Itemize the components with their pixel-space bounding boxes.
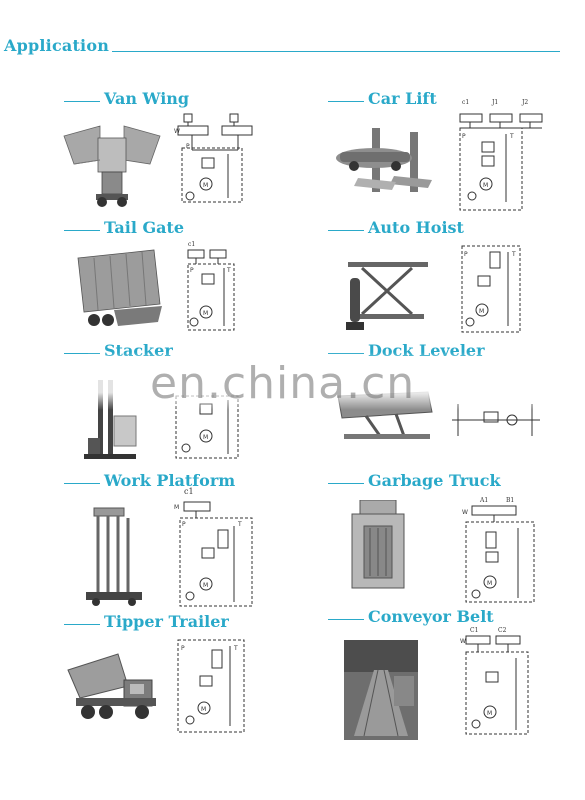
motor-label: M [483, 182, 488, 189]
conveyor-belt-schematic: C1 C2 W M [460, 627, 529, 735]
valve-label-c1: c1 [188, 241, 195, 248]
valve-label-j2: J2 [521, 99, 528, 106]
valve-label-c2: C2 [498, 627, 507, 634]
title-conveyor-belt: Conveyor Belt [328, 607, 494, 627]
title-lead-line [64, 483, 100, 484]
port-t-label: T [509, 133, 514, 140]
auto-hoist-photo [346, 262, 428, 330]
title-work-platform: Work Platform [64, 471, 235, 491]
motor-label: M [479, 308, 484, 315]
port-p-label: P [182, 521, 186, 528]
tail-gate-schematic: c1 P T M [187, 241, 235, 331]
port-t-label: T [237, 521, 242, 528]
title-lead-line [328, 483, 364, 484]
watermark: en.china.cn [150, 358, 416, 409]
valve-label-j1: J1 [491, 99, 498, 106]
title-lead-line [64, 624, 100, 625]
valve-label: W [460, 638, 466, 645]
car-lift-photo [336, 128, 432, 192]
tipper-trailer-photo [67, 653, 156, 719]
manual-label: M [174, 504, 179, 511]
port-t-label: T [226, 267, 231, 274]
auto-hoist-schematic: P T M [461, 245, 521, 333]
section-header: Application [4, 34, 560, 56]
title-car-lift: Car Lift [328, 89, 437, 109]
motor-label: M [203, 434, 208, 441]
car-lift-schematic: c1 J1 J2 P T M [459, 99, 543, 211]
valve-label-c1: c1 [462, 99, 469, 106]
title-garbage-truck: Garbage Truck [328, 471, 501, 491]
port-p-label: P [464, 251, 468, 258]
valve-label: W [462, 509, 468, 516]
motor-label: M [487, 710, 492, 717]
work-platform-schematic: c1 M P T M [174, 487, 253, 607]
title-lead-line [328, 101, 364, 102]
title-lead-line [64, 101, 100, 102]
title-lead-line [64, 230, 100, 231]
van-wing-schematic: P M W [174, 113, 253, 203]
title-van-wing: Van Wing [64, 89, 189, 109]
title-lead-line [64, 353, 100, 354]
tail-gate-photo [77, 249, 162, 326]
tipper-trailer-schematic: P T M [177, 639, 245, 733]
port-p-label: P [186, 143, 190, 150]
port-p-label: P [181, 645, 185, 652]
title-lead-line [328, 619, 364, 620]
work-platform-photo [86, 507, 142, 606]
port-t-label: T [511, 251, 516, 258]
title-lead-line [328, 230, 364, 231]
header-rule [112, 51, 560, 52]
motor-label: M [203, 582, 208, 589]
port-p-label: P [190, 267, 194, 274]
port-t-label: T [233, 645, 238, 652]
valve-label-c1: C1 [470, 627, 478, 634]
title-tipper-trailer: Tipper Trailer [64, 612, 229, 632]
watermark-band [88, 352, 538, 410]
motor-label: M [487, 580, 492, 587]
conveyor-belt-photo [344, 640, 418, 740]
section-title: Application [4, 36, 110, 55]
motor-label: M [203, 182, 208, 189]
valve-label-a1: A1 [479, 497, 488, 504]
valve-label-b1: B1 [506, 497, 514, 504]
valve-label: W [174, 128, 180, 135]
valve-label-c1: c1 [184, 487, 194, 496]
garbage-truck-photo [351, 500, 405, 589]
title-auto-hoist: Auto Hoist [328, 218, 464, 238]
garbage-truck-schematic: A1 B1 W M [462, 497, 535, 603]
title-tail-gate: Tail Gate [64, 218, 184, 238]
port-p-label: P [462, 133, 466, 140]
stacker-photo [84, 380, 137, 459]
motor-label: M [203, 310, 208, 317]
van-wing-photo [63, 125, 161, 207]
motor-label: M [201, 706, 206, 713]
